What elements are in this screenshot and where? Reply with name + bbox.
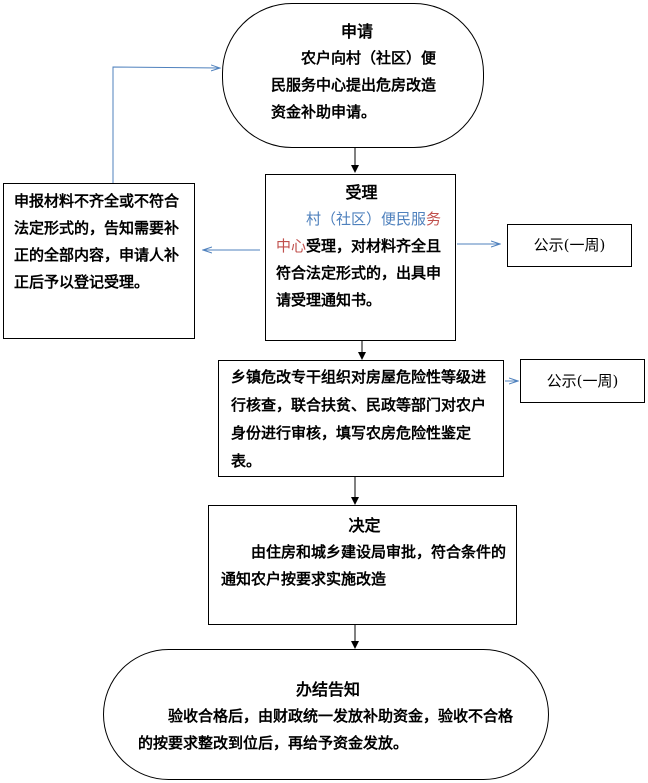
decide-title: 决定 <box>348 516 381 535</box>
inspect-node: 乡镇危改专干组织对房屋危险性等级进行核查，联合扶贫、民政等部门对农户身份进行审核… <box>218 360 504 477</box>
incomplete-text: 申报材料不齐全或不符合法定形式的，告知需要补正的全部内容，申请人补正后予以登记受… <box>14 192 180 291</box>
apply-text: 农户向村（社区）便民服务中心提出危房改造资金补助申请。 <box>271 49 437 121</box>
decide-node: 决定 由住房和城乡建设局审批，符合条件的通知农户按要求实施改造 <box>208 505 517 625</box>
finish-title: 办结告知 <box>295 680 360 699</box>
apply-title: 申请 <box>340 22 373 41</box>
apply-node: 申请 农户向村（社区）便民服务中心提出危房改造资金补助申请。 <box>222 3 484 148</box>
accept-title: 受理 <box>345 183 378 202</box>
publicity2-text: 公示(一周) <box>546 372 619 390</box>
decide-text: 由住房和城乡建设局审批，符合条件的通知农户按要求实施改造 <box>221 543 507 588</box>
accept-text-1: 村（社区）便民服 <box>306 210 427 228</box>
accept-node: 受理 村（社区）便民服务中心受理，对材料齐全且符合法定形式的，出具申请受理通知书… <box>265 174 456 341</box>
publicity1-node: 公示(一周) <box>507 224 632 267</box>
finish-text: 验收合格后，由财政统一发放补助资金，验收不合格的按要求整改到位后，再给予资金发放… <box>138 707 514 752</box>
incomplete-node: 申报材料不齐全或不符合法定形式的，告知需要补正的全部内容，申请人补正后予以登记受… <box>3 183 195 339</box>
publicity1-text: 公示(一周) <box>533 236 606 254</box>
finish-node: 办结告知 验收合格后，由财政统一发放补助资金，验收不合格的按要求整改到位后，再给… <box>103 649 549 780</box>
inspect-text: 乡镇危改专干组织对房屋危险性等级进行核查，联合扶贫、民政等部门对农户身份进行审核… <box>231 368 487 470</box>
arrow-resubmit <box>112 67 220 183</box>
publicity2-node: 公示(一周) <box>520 359 645 403</box>
accept-text-2: 务中心 <box>276 210 442 255</box>
accept-text-3: 受理，对材料齐全且符合法定形式的，出具申请受理通知书。 <box>276 237 442 309</box>
